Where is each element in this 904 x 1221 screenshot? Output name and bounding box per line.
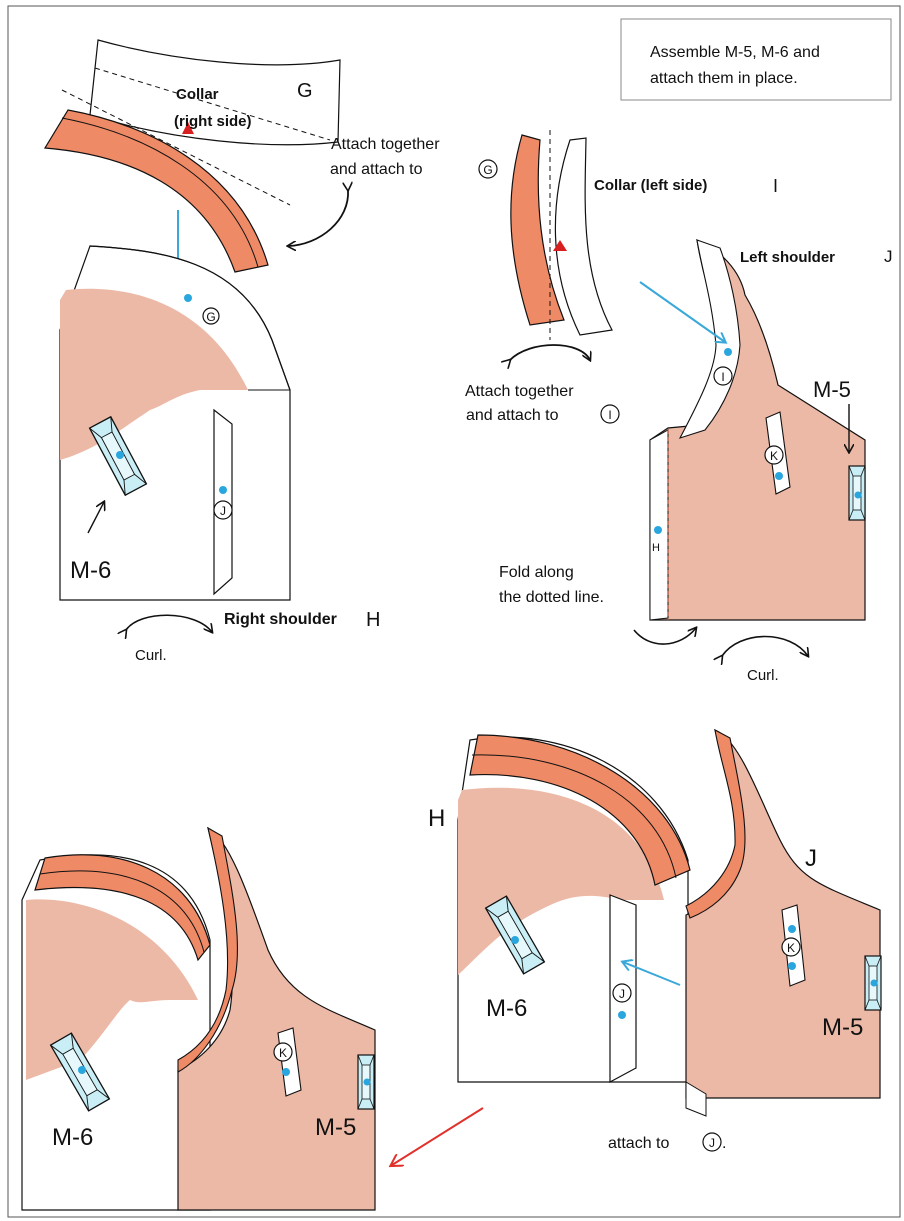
curl-arrow-icon — [634, 628, 696, 644]
next-step-arrow — [392, 1108, 483, 1165]
part-label-m6: M-6 — [486, 995, 527, 1022]
curl-label: Curl. — [747, 667, 779, 684]
left-shoulder-body — [650, 240, 865, 620]
right-shoulder-letter: H — [366, 609, 380, 631]
attach-dot — [788, 962, 796, 970]
attach-dot — [78, 1066, 86, 1074]
curl-label: Curl. — [135, 647, 167, 664]
instruction-line-1: Assemble M-5, M-6 and — [650, 44, 820, 61]
svg-text:J: J — [709, 1136, 715, 1150]
svg-text:G: G — [206, 310, 215, 324]
curl-arrow-icon — [126, 615, 212, 632]
attach-line-2: and attach to — [330, 161, 423, 178]
attach-dot — [618, 1011, 626, 1019]
attach-dot — [724, 348, 732, 356]
attach-dot — [788, 925, 796, 933]
svg-text:J: J — [220, 504, 226, 518]
attach-dot — [855, 492, 862, 499]
svg-text:K: K — [787, 941, 795, 955]
attach-dot — [219, 486, 227, 494]
right-shoulder-label: Right shoulder — [224, 611, 337, 628]
label-j: J — [805, 845, 817, 872]
part-label-m5: M-5 — [813, 377, 851, 402]
attach-dot — [654, 526, 662, 534]
attach-dot — [282, 1068, 290, 1076]
instruction-box: Assemble M-5, M-6 and attach them in pla… — [621, 19, 891, 100]
attach-line-2: and attach to — [466, 407, 559, 424]
step-3-assembly: J K H J M-6 M-5 attach to J . — [428, 730, 881, 1152]
collar-right-letter: G — [297, 80, 313, 102]
svg-text:G: G — [483, 163, 492, 177]
fold-line-1: Fold along — [499, 564, 574, 581]
curl-arrow-icon — [510, 345, 590, 360]
svg-text:K: K — [279, 1046, 287, 1060]
attach-dot — [871, 980, 878, 987]
step-4-finished: K M-6 M-5 — [22, 828, 375, 1210]
attach-dot — [775, 472, 783, 480]
instruction-line-2: attach them in place. — [650, 70, 798, 87]
fold-flap — [650, 430, 668, 620]
attach-line-1: Attach together — [465, 383, 574, 400]
part-label-m6: M-6 — [52, 1124, 93, 1151]
collar-left-white — [555, 138, 612, 335]
collar-right-sub: (right side) — [174, 113, 252, 130]
attach-dot — [364, 1079, 371, 1086]
svg-text:I: I — [721, 370, 724, 384]
attach-dot — [116, 451, 124, 459]
part-label-m6: M-6 — [70, 557, 111, 584]
curl-arrow-icon — [288, 190, 348, 246]
svg-text:K: K — [770, 449, 778, 463]
small-h-label: H — [652, 542, 660, 554]
left-shoulder-letter: J — [884, 247, 893, 266]
label-h: H — [428, 805, 445, 832]
collar-right-title: Collar — [176, 86, 219, 103]
step-2-left-shoulder: Collar (left side) I Attach together and… — [465, 130, 893, 684]
svg-text:I: I — [608, 408, 611, 422]
curl-arrow-icon — [722, 637, 808, 657]
collar-left-letter: I — [773, 176, 778, 196]
collar-left-label: Collar (left side) — [594, 177, 707, 194]
svg-text:J: J — [619, 987, 625, 1001]
attach-label: attach to — [608, 1135, 669, 1152]
attach-dot — [184, 294, 192, 302]
part-label-m5: M-5 — [315, 1114, 356, 1141]
attach-line-1: Attach together — [331, 136, 440, 153]
step-1-right-shoulder: Collar G J M-6 Curl. — [45, 40, 380, 664]
attach-dot — [511, 936, 519, 944]
svg-text:.: . — [722, 1135, 726, 1152]
left-shoulder-label: Left shoulder — [740, 249, 835, 266]
fold-line-2: the dotted line. — [499, 589, 604, 606]
part-label-m5: M-5 — [822, 1014, 863, 1041]
